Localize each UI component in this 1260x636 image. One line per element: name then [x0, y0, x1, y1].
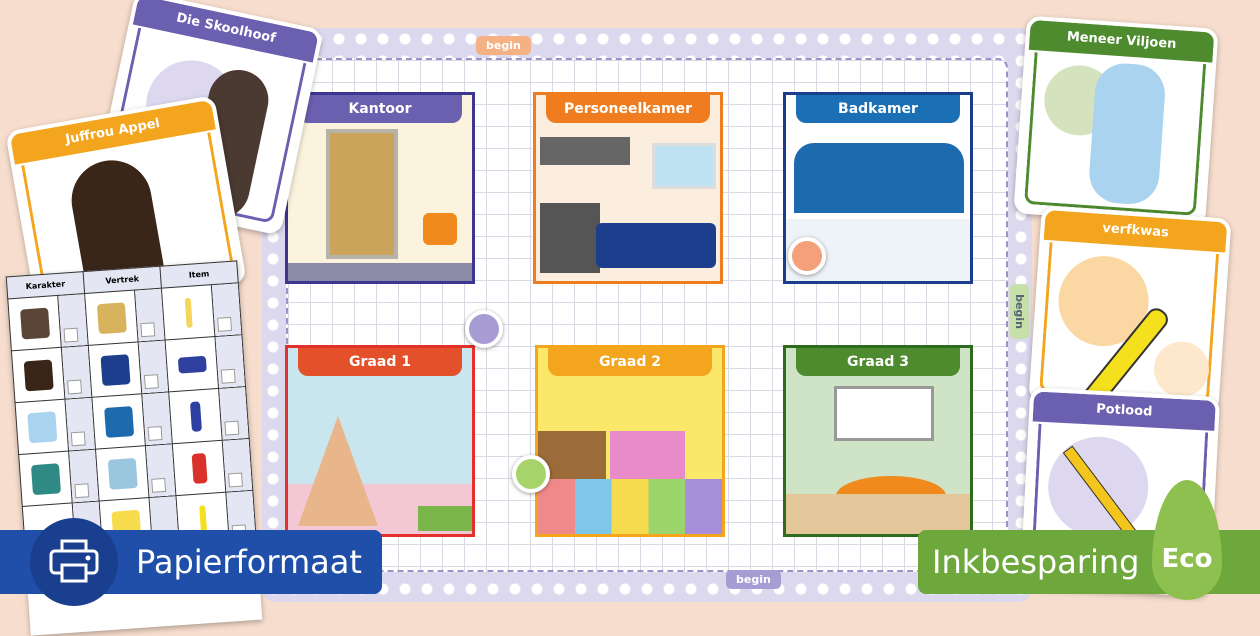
room-graad-3[interactable]: Graad 3: [783, 345, 973, 537]
ink-saving-banner: Inkbesparing Eco: [918, 480, 1260, 600]
office-scene: [288, 123, 472, 281]
checkbox[interactable]: [215, 334, 246, 389]
checkbox[interactable]: [218, 386, 250, 441]
checkbox[interactable]: [145, 443, 176, 498]
checkbox[interactable]: [68, 449, 100, 503]
player-token-green[interactable]: [512, 455, 550, 493]
room-title: Graad 3: [796, 348, 960, 376]
room-title: Personeelkamer: [546, 95, 710, 123]
checkbox[interactable]: [222, 438, 253, 493]
room-kantoor[interactable]: Kantoor: [285, 92, 475, 284]
paper-format-label: Papierformaat: [136, 543, 362, 581]
printer-icon: [30, 518, 118, 606]
room-title: Graad 1: [298, 348, 462, 376]
ink-saving-label: Inkbesparing: [932, 543, 1140, 581]
checkbox[interactable]: [65, 397, 96, 452]
eco-label: Eco: [1161, 544, 1213, 574]
classroom-1-scene: [288, 376, 472, 534]
staffroom-scene: [536, 123, 720, 281]
begin-tag-right: begin: [1009, 284, 1029, 339]
checkbox[interactable]: [142, 391, 173, 446]
player-token-purple[interactable]: [465, 310, 503, 348]
checkbox[interactable]: [58, 293, 89, 348]
checkbox[interactable]: [138, 340, 169, 394]
room-title: Kantoor: [298, 95, 462, 123]
checkbox[interactable]: [61, 345, 92, 400]
player-token-orange[interactable]: [788, 237, 826, 275]
begin-tag-bottom: begin: [726, 570, 781, 589]
room-graad-1[interactable]: Graad 1: [285, 345, 475, 537]
begin-tag-top: begin: [476, 36, 531, 55]
room-title: Badkamer: [796, 95, 960, 123]
classroom-2-scene: [538, 376, 722, 534]
item-card-verfkwas[interactable]: verfkwas: [1028, 205, 1232, 415]
room-graad-2[interactable]: Graad 2: [535, 345, 725, 537]
classroom-3-scene: [786, 376, 970, 534]
character-card-meneer-viljoen[interactable]: Meneer Viljoen: [1013, 15, 1219, 227]
paper-format-banner: Papierformaat: [0, 518, 382, 606]
room-personeelkamer[interactable]: Personeelkamer: [533, 92, 723, 284]
checkbox[interactable]: [211, 282, 242, 337]
checkbox[interactable]: [134, 288, 166, 342]
room-title: Graad 2: [548, 348, 712, 376]
